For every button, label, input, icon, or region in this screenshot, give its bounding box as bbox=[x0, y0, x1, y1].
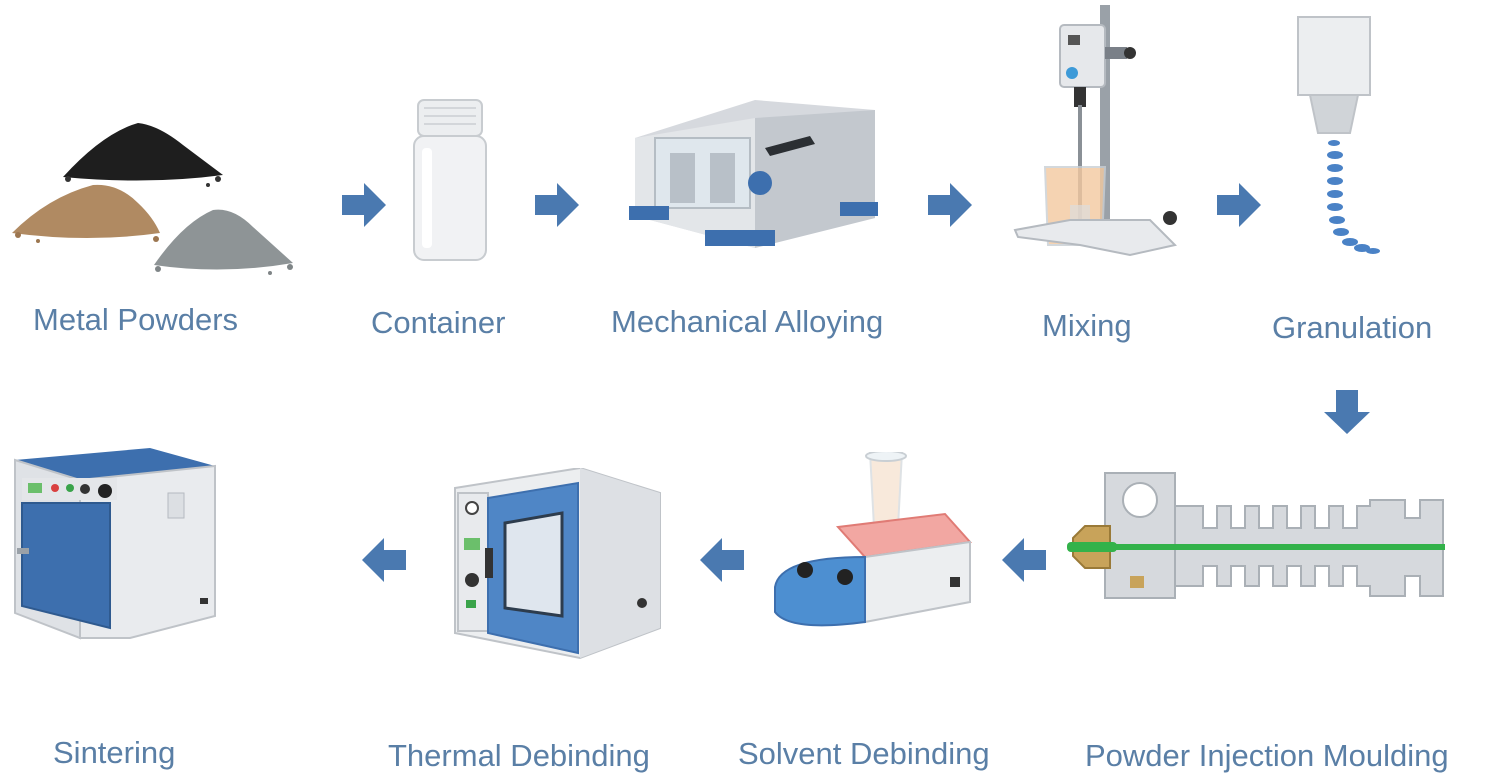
arrow-left-icon bbox=[1002, 538, 1046, 582]
powder-piles-icon bbox=[12, 123, 293, 275]
arrow-right-icon bbox=[928, 183, 972, 227]
step-label-sintering: Sintering bbox=[53, 735, 176, 770]
step-label-mechanical-alloying: Mechanical Alloying bbox=[611, 304, 884, 339]
step-label-container: Container bbox=[371, 305, 506, 340]
overhead-stirrer-icon bbox=[1013, 5, 1177, 257]
injection-moulding-machine-icon bbox=[1067, 472, 1445, 599]
arrow-left-icon bbox=[700, 538, 744, 582]
step-label-metal-powders: Metal Powders bbox=[33, 302, 239, 337]
sintering-furnace-icon bbox=[14, 448, 216, 640]
arrow-right-icon bbox=[342, 183, 386, 227]
step-label-granulation: Granulation bbox=[1272, 310, 1433, 345]
ball-mill-icon bbox=[629, 100, 878, 248]
step-label-solvent-debinding: Solvent Debinding bbox=[738, 736, 990, 771]
step-label-powder-injection-moulding: Powder Injection Moulding bbox=[1085, 738, 1449, 773]
hotplate-stirrer-icon bbox=[774, 452, 972, 627]
step-label-mixing: Mixing bbox=[1042, 308, 1132, 343]
step-label-thermal-debinding: Thermal Debinding bbox=[388, 738, 650, 773]
arrow-down-icon bbox=[1324, 390, 1370, 434]
arrow-left-icon bbox=[362, 538, 406, 582]
arrow-right-icon bbox=[535, 183, 579, 227]
bottle-icon bbox=[413, 99, 487, 261]
arrow-right-icon bbox=[1217, 183, 1261, 227]
granulator-nozzle-icon bbox=[1297, 16, 1380, 254]
vacuum-oven-icon bbox=[454, 468, 661, 660]
